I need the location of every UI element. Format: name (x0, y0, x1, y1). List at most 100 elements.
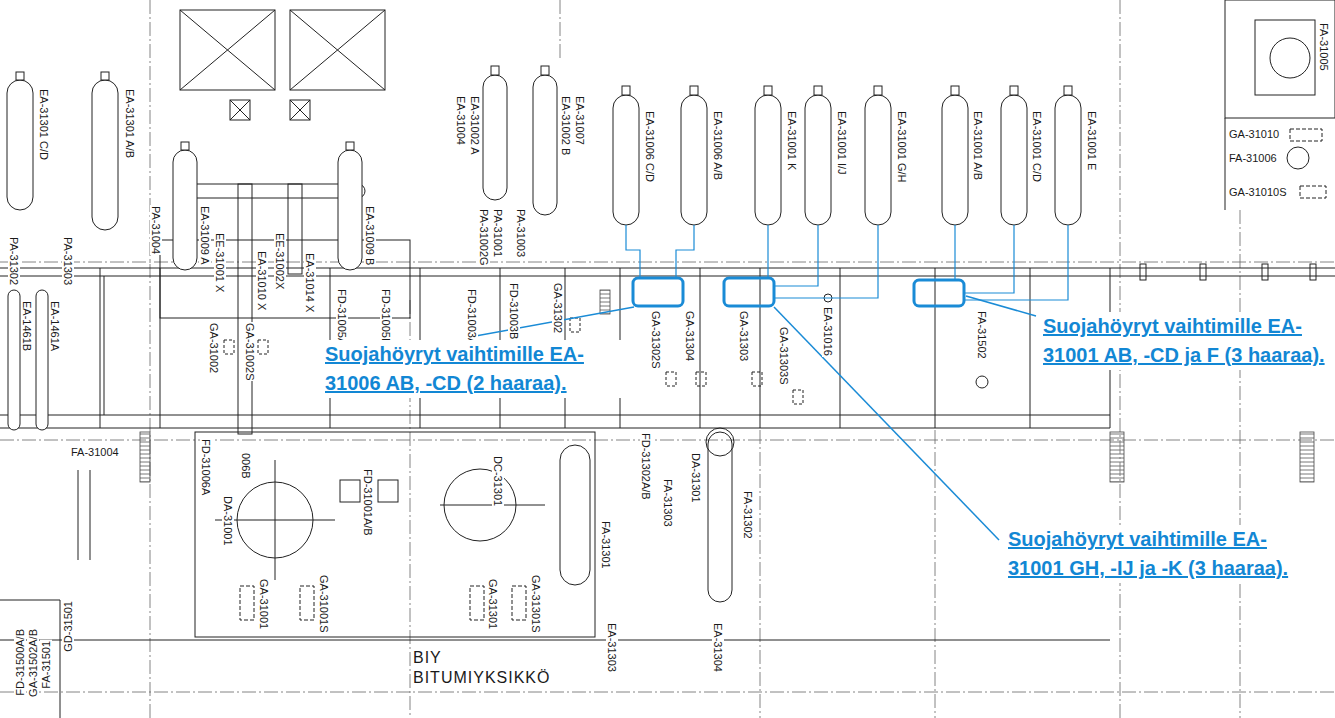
grid-line (560, 0, 561, 60)
steam-line (626, 225, 1068, 300)
equipment-tag: EA-31001 C/D (1031, 110, 1043, 183)
equipment-tag: FD-31006A (200, 438, 212, 496)
pipe-rack (0, 428, 1110, 429)
equipment-outline (60, 600, 61, 718)
pipe-rack (100, 268, 101, 428)
equipment-outline (275, 460, 276, 580)
equipment-tag: GA-31002S (244, 322, 256, 381)
equipment-outline (1225, 118, 1226, 210)
equipment-tag: GA-31301 (487, 578, 499, 630)
callout-note: Suojahöyryt vaihtimille EA-31001 AB, -CD… (1040, 312, 1330, 370)
heat-exchanger (622, 86, 630, 95)
equipment-outline (378, 480, 398, 502)
equipment-tag: EA-31016 (822, 306, 834, 357)
stair-hatch (1300, 432, 1314, 482)
equipment-tag: GA-31010 (1228, 128, 1280, 140)
equipment-outline (470, 586, 484, 620)
equipment-tag: EA-31304 (712, 622, 724, 673)
heat-exchanger (1001, 95, 1027, 225)
structure-frame (180, 10, 275, 90)
equipment-outline (340, 480, 360, 502)
equipment-tag: DC-31301 (492, 455, 504, 507)
heat-exchanger (764, 86, 772, 95)
highlight-box (914, 280, 964, 306)
grid-line (0, 692, 1335, 693)
equipment-tag: EA-31002 A (469, 95, 481, 156)
structure-frame (290, 10, 385, 90)
equipment-tag: EA-31301 A/B (124, 88, 136, 159)
heat-exchanger (92, 80, 118, 230)
structure-frame (180, 10, 275, 90)
structure-frame (238, 184, 252, 434)
pipe-rack (760, 268, 761, 428)
equipment-tag: GA-31303S (778, 326, 790, 385)
structure-frame (288, 184, 302, 274)
heat-exchanger (1055, 95, 1081, 225)
steam-line (774, 225, 818, 286)
equipment-tag: EA-31009 A (199, 205, 211, 266)
unit-title: BIY (412, 648, 443, 667)
heat-exchanger (101, 72, 109, 80)
equipment-outline (976, 376, 988, 388)
equipment-outline (300, 586, 314, 620)
equipment-tag: 006B (240, 452, 252, 480)
equipment-tag: FA-31005 (1318, 22, 1330, 72)
equipment-outline (0, 600, 60, 601)
stair-hatch (140, 432, 150, 482)
heat-exchanger (483, 75, 507, 200)
equipment-tag: DA-31001 (222, 495, 234, 547)
heat-exchanger (541, 66, 549, 75)
equipment-tag: EA-31004 (455, 95, 467, 146)
equipment-tag: EE-31001 X (214, 232, 226, 293)
equipment-tag: EA-1461B (21, 300, 33, 352)
equipment-outline (1270, 38, 1310, 78)
equipment-tag: GD-31501 (62, 600, 74, 653)
equipment-outline (706, 428, 734, 456)
equipment-tag: FD-31003B (508, 282, 520, 340)
pipe-rack (0, 264, 1335, 428)
highlight-box (633, 278, 683, 306)
equipment-tag: PA-31001 (492, 208, 504, 258)
equipment-tag: FA-31006 (1228, 152, 1278, 164)
equipment-tag: EA-31303 (606, 622, 618, 673)
equipment-tag: EA-31001 K (786, 110, 798, 171)
pipe-rack (1310, 264, 1316, 280)
equipment-tag: DA-31301 (690, 452, 702, 504)
pipe-rack (0, 268, 1335, 269)
equipment-outline (666, 372, 676, 386)
pipe-rack (1262, 264, 1268, 280)
equipment-outline (1225, 0, 1335, 118)
structure-frame (290, 100, 310, 120)
equipment-tag: EA-31002 B (560, 95, 572, 156)
structure-frame (290, 10, 385, 90)
heat-exchanger (338, 150, 362, 270)
pipe-rack (935, 268, 936, 428)
steam-line (626, 225, 640, 279)
equipment-tag: GA-31303 (738, 310, 750, 362)
heat-exchanger (805, 95, 831, 225)
equipment-outline (195, 432, 595, 637)
equipment-outline (1255, 20, 1315, 95)
equipment-outline (752, 372, 762, 386)
equipment-tag: GA-31302 (552, 282, 564, 334)
equipment-outline (696, 372, 706, 386)
equipment-tag: FD-31005B (380, 288, 392, 346)
equipment-outline (708, 432, 732, 602)
structure-frame (230, 100, 250, 120)
equipment-tag: EA-31001 I/J (836, 110, 848, 176)
heat-exchanger (173, 150, 197, 270)
steam-line (964, 225, 1068, 300)
equipment-tag: FD-31003A (466, 288, 478, 346)
structure-frame (180, 10, 275, 90)
equipment-outline (90, 470, 91, 560)
equipment-tag: FA-31302 (742, 490, 754, 540)
equipment-outline (78, 470, 79, 560)
equipment-outline (240, 586, 254, 620)
heat-exchanger (1064, 86, 1072, 95)
steam-line (774, 225, 878, 298)
equipment-tag: GA-31302S (650, 310, 662, 369)
equipment-tag: GA-31010S (1228, 186, 1287, 198)
grid-line (150, 0, 151, 718)
